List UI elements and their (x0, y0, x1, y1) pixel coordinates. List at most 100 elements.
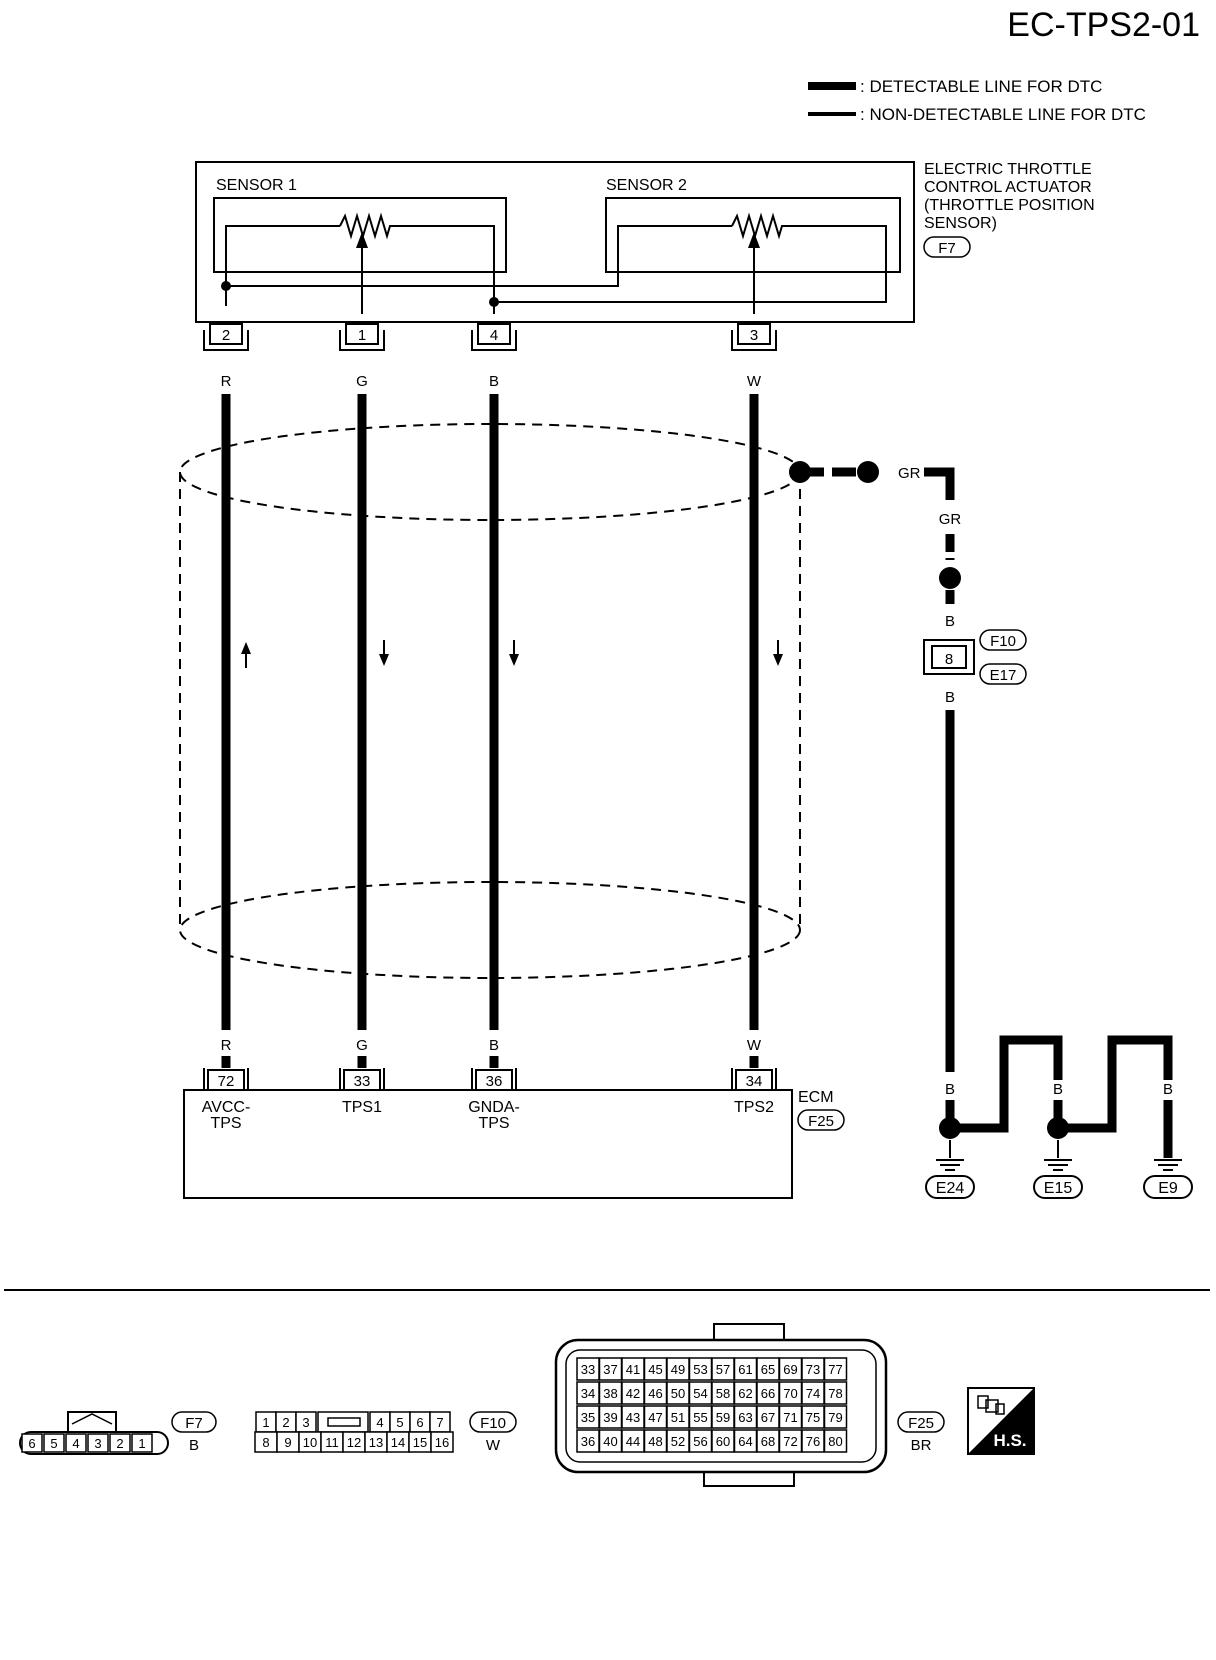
connector-f25-top-tab (713, 1323, 785, 1340)
connector-f25-pin: 61 (738, 1362, 752, 1377)
ground-splice-dot (939, 1117, 961, 1139)
pin-box (209, 323, 243, 345)
sensor1-wiper-arrow (356, 232, 368, 248)
connector-f25-cavity (823, 1357, 848, 1381)
connector-f25-pin: 45 (648, 1362, 662, 1377)
connector-f25-pin: 48 (648, 1434, 662, 1449)
connector-f10-pin: 2 (282, 1415, 289, 1430)
ground-tag-e24 (925, 1175, 975, 1199)
connector-f25-pin: 54 (693, 1386, 707, 1401)
connector-f25-pin: 53 (693, 1362, 707, 1377)
ecm-label: ECM (798, 1089, 834, 1106)
connector-f7-pin: 2 (116, 1436, 123, 1451)
ecm-terminal-label: TPS2 (734, 1099, 774, 1116)
actuator-pin-number: 2 (222, 327, 230, 344)
connector-f7-cavity (21, 1433, 43, 1453)
connector-f25-pin: 40 (603, 1434, 617, 1449)
connector-f7-color: B (189, 1437, 199, 1454)
ground-tag-e9 (1143, 1175, 1193, 1199)
connector-f10-pin: 16 (435, 1435, 449, 1450)
connector-f25-pin: 67 (761, 1410, 775, 1425)
shield-ground-path: GR GR B 8 F10 E17 B (789, 461, 1027, 1072)
connector-f25-pin: 63 (738, 1410, 752, 1425)
connector-f25-pin: 55 (693, 1410, 707, 1425)
connector-f25-pin: 42 (626, 1386, 640, 1401)
wire-color-label: G (356, 1037, 368, 1054)
connector-f25-pin: 56 (693, 1434, 707, 1449)
hs-plug-icon (995, 1403, 1005, 1415)
connector-f7-pin: 5 (50, 1436, 57, 1451)
shield-gr-wire (924, 467, 955, 500)
connector-f7-cavity (109, 1433, 131, 1453)
shield-wire-label-2: GR (939, 511, 962, 528)
connector-f10-cavity (430, 1431, 454, 1453)
wires: 2RR72AVCC-TPS1GG33TPS14BB36GNDA-TPS3WW34… (202, 323, 777, 1132)
connector-f25-pin: 62 (738, 1386, 752, 1401)
hs-diagonal-fill (968, 1388, 1034, 1454)
connector-f25-pin: 78 (828, 1386, 842, 1401)
connector-f10-pin: 9 (284, 1435, 291, 1450)
sensor1-label: SENSOR 1 (216, 177, 297, 194)
pin-box (345, 323, 379, 345)
connector-f7-pin: 6 (28, 1436, 35, 1451)
connector-f10-pin: 4 (376, 1415, 383, 1430)
connector-f25-pin: 47 (648, 1410, 662, 1425)
ground-tag-e24-text: E24 (936, 1180, 965, 1197)
connector-f25-pin: 59 (716, 1410, 730, 1425)
connector-f10-pin: 8 (262, 1435, 269, 1450)
connector-f25-pin: 50 (671, 1386, 685, 1401)
ground-tag-e15 (1033, 1175, 1083, 1199)
connector-f7-pin: 4 (72, 1436, 79, 1451)
connector-f10-pin: 6 (416, 1415, 423, 1430)
ground-wire-label: B (945, 1081, 955, 1098)
connector-f7-cavity (65, 1433, 87, 1453)
connector-f10-pin: 13 (369, 1435, 383, 1450)
connector-f7-latch-icon (71, 1413, 113, 1425)
connector-f25-pin: 49 (671, 1362, 685, 1377)
ecm-terminal-label: GNDA- (468, 1099, 520, 1116)
connector-f25-pin: 37 (603, 1362, 617, 1377)
connector-tag-e17 (979, 663, 1027, 685)
ecm-box (183, 1089, 793, 1199)
ground-jumper-1 (950, 1035, 1063, 1133)
connector-tag-f7-view (171, 1411, 217, 1433)
ground-splice-dot (1047, 1117, 1069, 1139)
connector-tag-f10-view (469, 1411, 517, 1433)
legend: : DETECTABLE LINE FOR DTC : NON-DETECTAB… (808, 77, 1146, 124)
flow-arrows (241, 640, 783, 668)
connector-f25-pin: 33 (581, 1362, 595, 1377)
connector-f25-pin: 46 (648, 1386, 662, 1401)
hs-plug-icon (977, 1395, 989, 1409)
connector-f25-pin: 66 (761, 1386, 775, 1401)
wire-color-label: R (221, 1037, 232, 1054)
connector-f25-pin: 77 (828, 1362, 842, 1377)
connector-f25-pin: 73 (806, 1362, 820, 1377)
sensor2-label: SENSOR 2 (606, 177, 687, 194)
connector-f7-cavity (131, 1433, 153, 1453)
connector-f7-pin: 3 (94, 1436, 101, 1451)
ecm-pin-number: 34 (746, 1073, 763, 1090)
actuator-title-2: CONTROL ACTUATOR (924, 179, 1092, 196)
hs-label: H.S. (993, 1431, 1026, 1450)
ground-e9: E9 (1143, 1159, 1193, 1199)
connector-f25-pin: 39 (603, 1410, 617, 1425)
connector-f7-id: F7 (185, 1415, 203, 1432)
ground-e15: E15 (1033, 1140, 1083, 1199)
sensor1-resistor (339, 212, 495, 314)
connector-f25-pin: 58 (716, 1386, 730, 1401)
actuator-pin-number: 1 (358, 327, 366, 344)
connector-f25-cavity (823, 1381, 848, 1405)
connector-tag-f25 (797, 1109, 845, 1131)
inline-connector-pin-text: 8 (945, 651, 953, 668)
connector-f25-pin: 34 (581, 1386, 595, 1401)
arrow-down-head (773, 654, 783, 666)
ground-network: B B B B B E24 E15 (925, 1035, 1193, 1199)
connector-f10-pin: 1 (262, 1415, 269, 1430)
actuator-pin-number: 3 (750, 327, 758, 344)
connector-f25-bottom-tab (703, 1472, 795, 1487)
legend-detectable-text: : DETECTABLE LINE FOR DTC (860, 77, 1102, 96)
ecm-pin-number: 33 (354, 1073, 371, 1090)
